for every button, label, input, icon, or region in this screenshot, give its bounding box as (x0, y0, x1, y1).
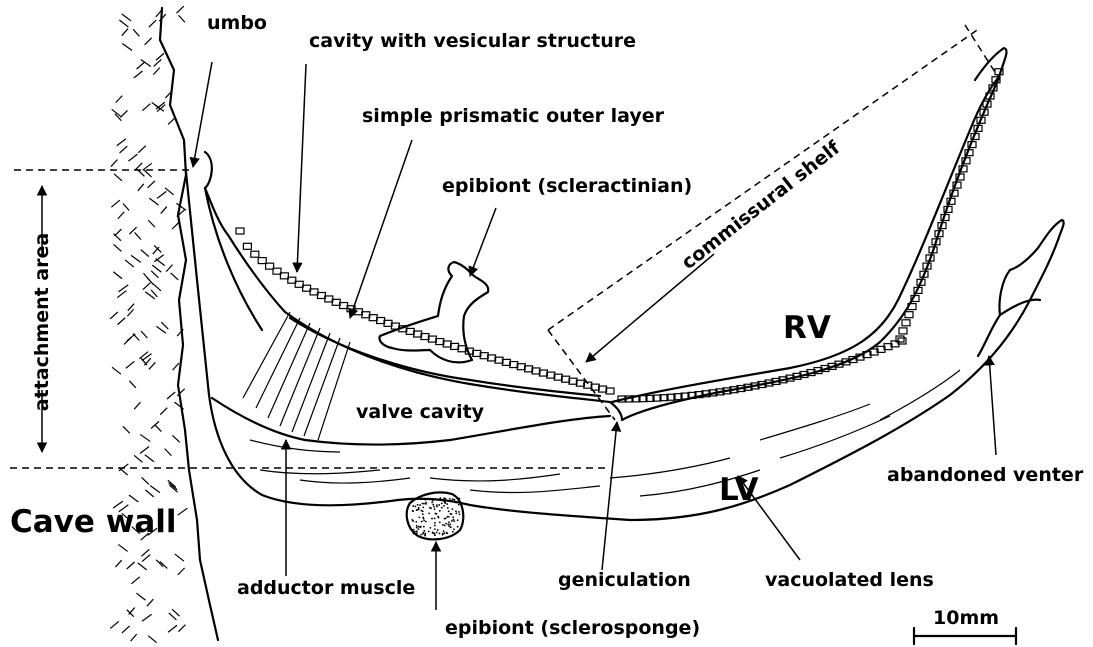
lv-label: LV (719, 472, 758, 508)
adductor-muscle (243, 312, 350, 440)
epibiont-sclerosponge-label: epibiont (sclerosponge) (445, 617, 700, 639)
epibiont-scleractinian-label: epibiont (scleractinian) (442, 175, 692, 197)
cave-wall-label: Cave wall (10, 504, 177, 540)
epibiont-scleractinian-shape (380, 262, 489, 362)
rv-label: RV (783, 310, 831, 346)
commissural-shelf-end-lower (548, 330, 615, 420)
valve-cavity-label: valve cavity (356, 401, 485, 423)
vacuolated-lens-label: vacuolated lens (765, 569, 934, 591)
abandoned-venter-prong (978, 270, 1040, 356)
simple-prismatic-arrow (350, 140, 412, 318)
scale-bar (914, 628, 1016, 644)
attachment-area-label: attachment area (31, 233, 53, 411)
cave-wall-texture (110, 6, 187, 643)
epibiont-scleractinian-arrow (470, 208, 496, 276)
geniculation-arrow (602, 422, 617, 570)
epibiont-sclerosponge-texture (411, 497, 460, 536)
left-valve-texture (250, 370, 960, 496)
leader-arrows (193, 62, 996, 610)
cave-wall-edge (160, 8, 218, 640)
geniculation-label: geniculation (558, 569, 691, 591)
cavity-vesicular-arrow (297, 64, 306, 272)
right-valve-outline (205, 48, 1006, 420)
abandoned-venter-arrow (989, 356, 996, 455)
abandoned-venter-label: abandoned venter (887, 464, 1084, 486)
commissural-shelf-label: commissural shelf (678, 136, 845, 273)
simple-prismatic-label: simple prismatic outer layer (362, 105, 665, 127)
scale-bar-label: 10mm (933, 607, 999, 629)
cavity-vesicular-label: cavity with vesicular structure (309, 30, 636, 52)
umbo-arrow (193, 62, 212, 167)
adductor-muscle-label: adductor muscle (237, 577, 415, 599)
umbo-label: umbo (207, 12, 267, 34)
